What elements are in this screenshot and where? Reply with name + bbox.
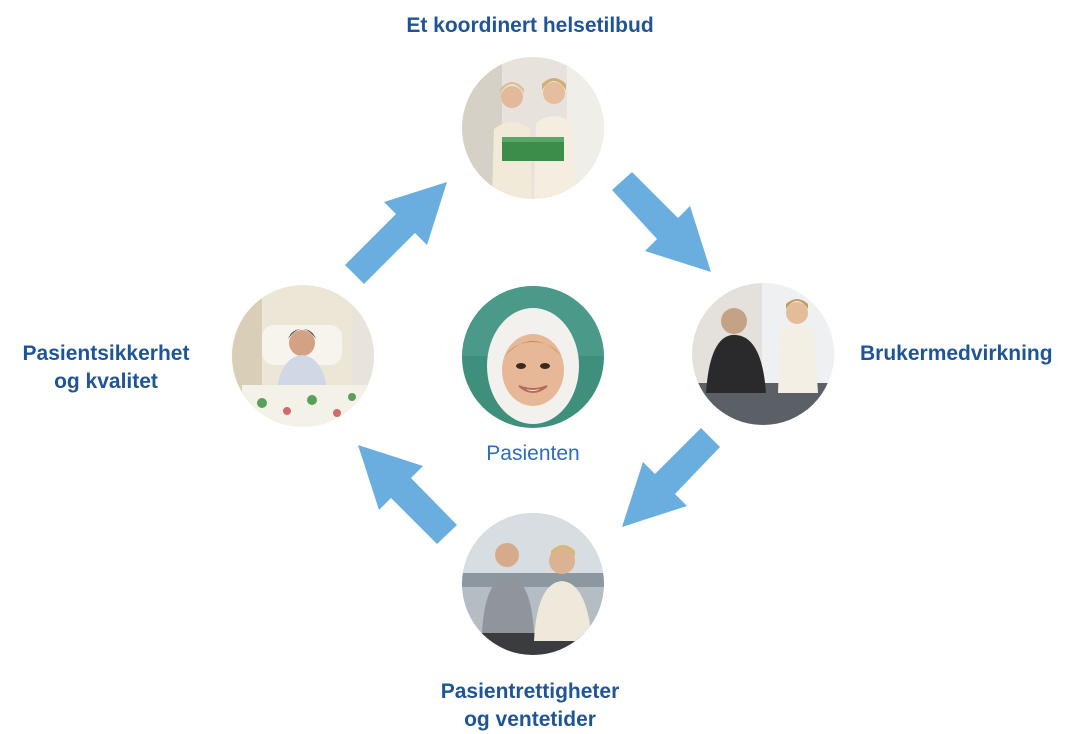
label-bottom-line-1: Pasientrettigheter xyxy=(440,680,620,703)
label-left-line-2: og kvalitet xyxy=(54,370,158,393)
label-left: Pasientsikkerhet og kvalitet xyxy=(6,340,206,396)
photo-two-nurses xyxy=(462,57,604,199)
label-left-line-1: Pasientsikkerhet xyxy=(22,342,190,365)
arrow-top-to-right xyxy=(612,172,711,272)
photo-two-men-sitting xyxy=(462,513,604,655)
arrow-bottom-to-left xyxy=(358,445,457,544)
photo-patient-portrait xyxy=(462,286,604,428)
arrow-left-to-top xyxy=(345,182,447,284)
label-right: Brukermedvirkning xyxy=(860,342,1053,365)
label-bottom: Pasientrettigheter og ventetider xyxy=(405,678,655,734)
photo-nurse-and-patient xyxy=(692,283,834,425)
arrow-right-to-bottom xyxy=(622,428,720,527)
center-label: Pasienten xyxy=(486,442,580,465)
photo-patient-in-bed xyxy=(232,285,374,427)
label-top: Et koordinert helsetilbud xyxy=(406,14,654,37)
label-bottom-line-2: og ventetider xyxy=(464,708,596,731)
